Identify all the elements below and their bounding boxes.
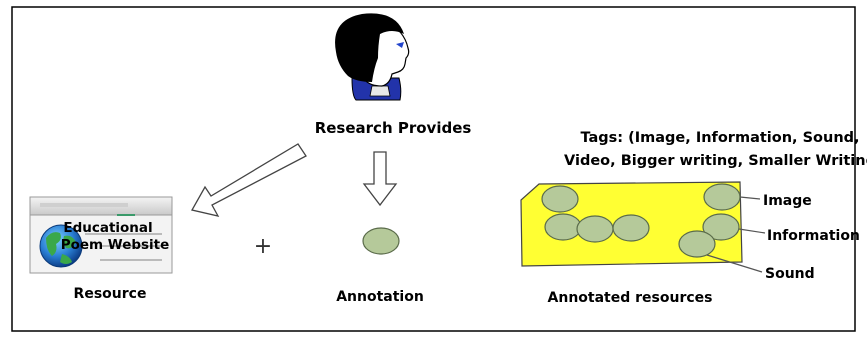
callout-image: Image	[763, 193, 812, 209]
diagram-frame	[11, 6, 856, 332]
tag-ellipse	[544, 213, 582, 241]
callout-line-sound	[706, 254, 763, 273]
arrow-to-resource	[191, 143, 307, 217]
note-ellipses	[541, 183, 741, 258]
arrow-to-annotation	[362, 151, 398, 207]
resource-title-line1: Educational	[63, 220, 152, 236]
globe-icon	[39, 224, 83, 268]
tag-ellipse	[576, 215, 614, 243]
tags-line2: Video, Bigger writing, Smaller Writing	[564, 153, 867, 169]
tag-ellipse	[541, 185, 579, 213]
callout-sound: Sound	[765, 266, 815, 282]
person-icon	[335, 13, 410, 101]
callout-information: Information	[767, 228, 860, 244]
resource-title-line2: Poem Website	[61, 237, 170, 253]
tag-ellipse-image	[703, 183, 741, 211]
tag-ellipse-information	[702, 213, 740, 241]
person-label: Research Provides	[315, 119, 472, 137]
tags-line1: Tags: (Image, Information, Sound,	[580, 130, 859, 146]
tag-ellipse-sound	[678, 230, 716, 258]
plus-sign: +	[254, 234, 272, 259]
annotation-caption: Annotation	[336, 289, 424, 305]
annotated-caption: Annotated resources	[548, 290, 713, 306]
tag-ellipse	[612, 214, 650, 242]
annotation-ellipse	[362, 227, 400, 255]
callout-line-information	[738, 228, 766, 234]
resource-caption: Resource	[74, 286, 147, 302]
callout-line-image	[739, 196, 761, 200]
